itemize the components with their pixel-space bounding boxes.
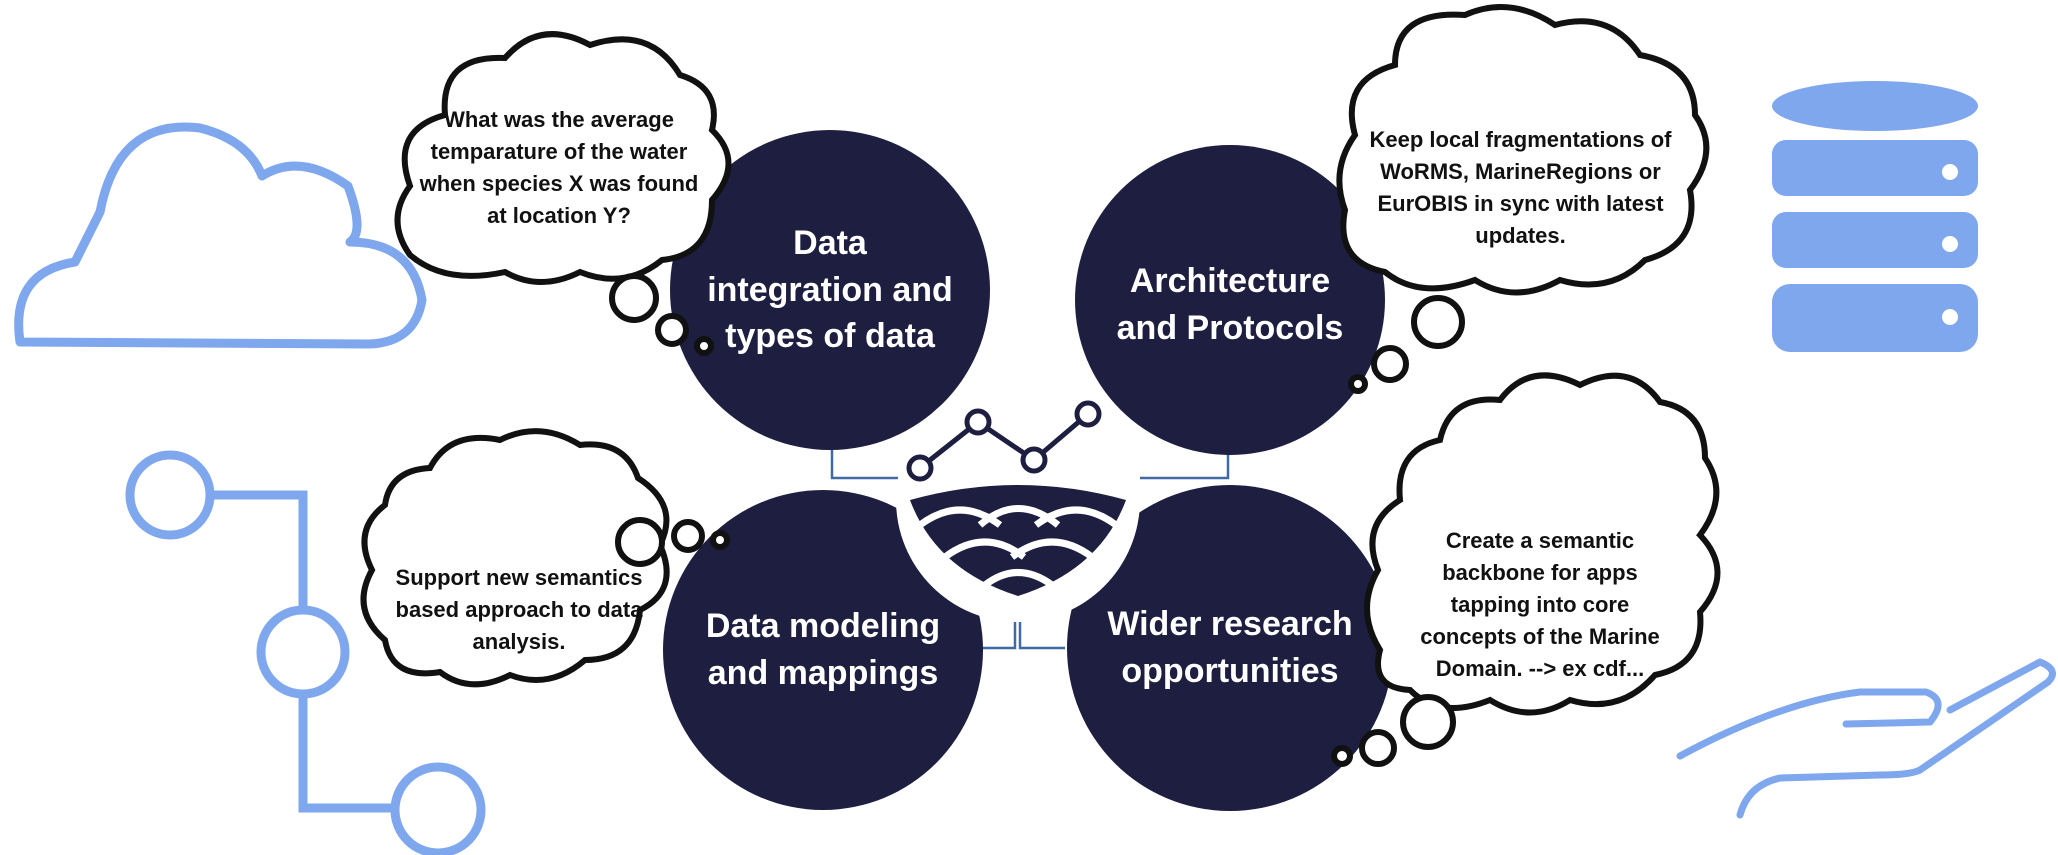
marine-net-logo-icon <box>896 378 1140 622</box>
circuit-nodes-icon <box>125 450 486 855</box>
cloud-outline-icon <box>14 122 427 349</box>
circle-wider-research <box>1067 485 1393 811</box>
bubble-text-bottom-left: Support new semantics based approach to … <box>395 565 643 654</box>
database-icon <box>1772 81 1978 352</box>
thought-bubble-bottom-right <box>1331 372 1721 767</box>
thought-bubble-bottom-left <box>360 428 730 688</box>
open-hand-icon <box>1676 658 2056 819</box>
circle-architecture <box>1075 145 1385 455</box>
circle-label-wider-research: Wider research opportunities <box>1107 605 1353 690</box>
bubble-text-top-right: Keep local fragmentations of WoRMS, Mari… <box>1369 127 1672 248</box>
circle-label-data-integration: Data integration and types of data <box>707 223 953 356</box>
circle-label-data-modeling: Data modeling and mappings <box>705 607 941 692</box>
circle-data-modeling <box>663 490 983 810</box>
bubble-text-bottom-right: Create a semantic backbone for apps tapp… <box>1420 528 1660 681</box>
bubble-text-top-left: What was the average temparature of the … <box>419 107 699 228</box>
thought-bubble-top-left <box>394 31 732 356</box>
circle-label-architecture: Architecture and Protocols <box>1116 262 1344 347</box>
circle-data-integration <box>670 130 990 450</box>
thought-bubble-top-right <box>1336 4 1710 394</box>
